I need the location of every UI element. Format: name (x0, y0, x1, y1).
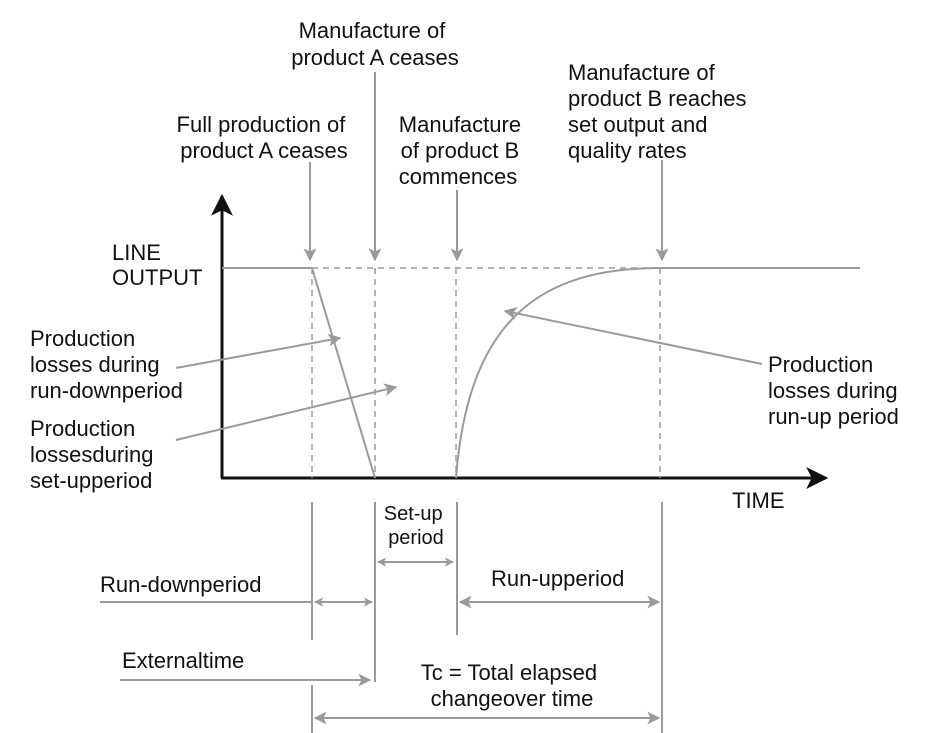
x-axis-label: TIME (732, 488, 785, 513)
label-full-production-a-ceases: Full production of product A ceases (177, 112, 352, 163)
run-up-losses-arrow (503, 306, 763, 365)
run-down-losses-arrow (175, 333, 342, 369)
y-axis-label: LINE OUTPUT (112, 240, 202, 290)
label-manufacture-b-commences: Manufacture of product B commences (399, 112, 528, 189)
label-set-up-losses: Production lossesduring set-upperiod (30, 416, 160, 493)
label-run-down-period: Run-downperiod (100, 572, 261, 597)
set-up-losses-arrow (175, 383, 398, 441)
label-run-up-period: Run-upperiod (491, 566, 624, 591)
label-manufacture-a-ceases: Manufacture of product A ceases (291, 18, 459, 70)
label-manufacture-b-reaches-rates: Manufacture of product B reaches set out… (568, 60, 753, 163)
label-run-up-losses: Production losses during run-up period (768, 352, 904, 429)
label-total-changeover-time: Tc = Total elapsed changeover time (421, 660, 603, 711)
run-up-curve (455, 267, 661, 479)
label-run-down-losses: Production losses during run-downperiod (30, 326, 183, 403)
run-down-slope (311, 267, 376, 479)
label-set-up-period: Set-up period (384, 503, 449, 549)
label-external-time: Externaltime (122, 648, 244, 673)
